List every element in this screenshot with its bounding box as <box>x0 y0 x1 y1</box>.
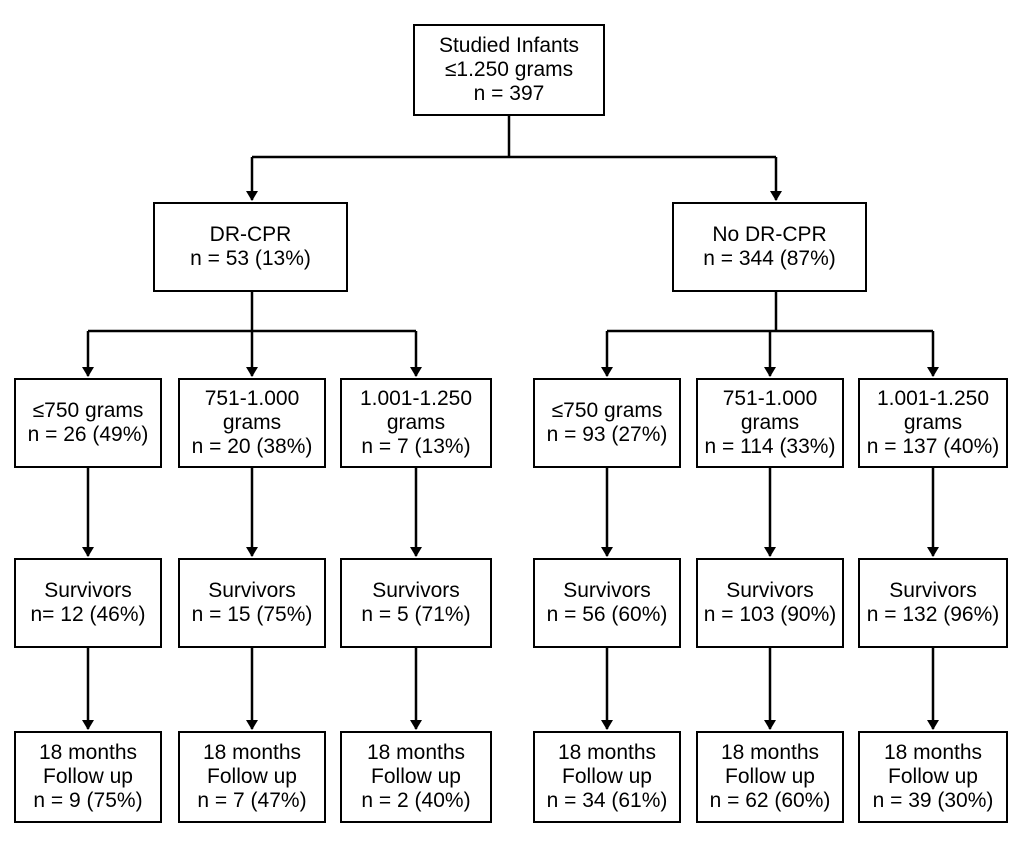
group-title: No DR-CPR <box>712 223 827 246</box>
followup-box: 18 months Follow up n = 7 (47%) <box>178 731 326 823</box>
weight-label-line: ≤750 grams <box>551 399 663 422</box>
followup-label-line: Follow up <box>888 765 978 788</box>
followup-count: n = 9 (75%) <box>33 789 143 812</box>
survivors-box: Survivors n = 56 (60%) <box>533 558 681 648</box>
survivors-count: n = 132 (96%) <box>866 603 1000 626</box>
weight-box: 1.001-1.250 grams n = 7 (13%) <box>340 378 492 468</box>
followup-count: n = 7 (47%) <box>197 789 307 812</box>
survivors-box: Survivors n = 5 (71%) <box>340 558 492 648</box>
survivors-box: Survivors n = 132 (96%) <box>858 558 1008 648</box>
root-line-2: ≤1.250 grams <box>444 58 574 81</box>
followup-label-line: Follow up <box>207 765 297 788</box>
weight-box: 1.001-1.250 grams n = 137 (40%) <box>858 378 1008 468</box>
weight-count: n = 26 (49%) <box>27 423 149 446</box>
weight-count: n = 93 (27%) <box>546 423 668 446</box>
followup-label-line: 18 months <box>202 741 302 764</box>
survivors-label: Survivors <box>726 579 814 602</box>
group-box-dr-cpr: DR-CPR n = 53 (13%) <box>153 202 348 292</box>
survivors-label: Survivors <box>372 579 460 602</box>
weight-count: n = 7 (13%) <box>361 435 471 458</box>
weight-count: n = 114 (33%) <box>704 435 836 458</box>
weight-count: n = 20 (38%) <box>191 435 313 458</box>
followup-label-line: Follow up <box>43 765 133 788</box>
survivors-box: Survivors n = 15 (75%) <box>178 558 326 648</box>
weight-label-line: 751-1.000 <box>204 387 300 410</box>
followup-label-line: 18 months <box>557 741 657 764</box>
survivors-box: Survivors n = 103 (90%) <box>696 558 844 648</box>
survivors-count: n = 56 (60%) <box>546 603 668 626</box>
weight-box: ≤750 grams n = 93 (27%) <box>533 378 681 468</box>
weight-label-line: ≤750 grams <box>32 399 144 422</box>
group-count: n = 344 (87%) <box>703 247 836 270</box>
weight-box: 751-1.000 grams n = 114 (33%) <box>696 378 844 468</box>
followup-label-line: Follow up <box>725 765 815 788</box>
followup-label-line: 18 months <box>720 741 820 764</box>
weight-label-line: grams <box>740 411 800 434</box>
followup-count: n = 34 (61%) <box>546 789 668 812</box>
survivors-label: Survivors <box>208 579 296 602</box>
followup-label-line: 18 months <box>366 741 466 764</box>
followup-box: 18 months Follow up n = 2 (40%) <box>340 731 492 823</box>
root-box: Studied Infants ≤1.250 grams n = 397 <box>413 24 605 116</box>
group-box-no-dr-cpr: No DR-CPR n = 344 (87%) <box>672 202 867 292</box>
weight-box: ≤750 grams n = 26 (49%) <box>14 378 162 468</box>
survivors-count: n = 103 (90%) <box>703 603 837 626</box>
weight-label-line: 1.001-1.250 <box>876 387 990 410</box>
followup-count: n = 2 (40%) <box>361 789 471 812</box>
root-line-3: n = 397 <box>473 82 545 105</box>
survivors-count: n= 12 (46%) <box>30 603 146 626</box>
followup-box: 18 months Follow up n = 62 (60%) <box>696 731 844 823</box>
root-line-1: Studied Infants <box>438 34 580 57</box>
weight-label-line: 751-1.000 <box>722 387 818 410</box>
weight-label-line: 1.001-1.250 <box>359 387 473 410</box>
weight-box: 751-1.000 grams n = 20 (38%) <box>178 378 326 468</box>
survivors-box: Survivors n= 12 (46%) <box>14 558 162 648</box>
followup-label-line: 18 months <box>38 741 138 764</box>
survivors-label: Survivors <box>563 579 651 602</box>
followup-box: 18 months Follow up n = 9 (75%) <box>14 731 162 823</box>
followup-label-line: Follow up <box>562 765 652 788</box>
group-count: n = 53 (13%) <box>190 247 311 270</box>
followup-label-line: 18 months <box>883 741 983 764</box>
weight-label-line: grams <box>903 411 963 434</box>
survivors-count: n = 15 (75%) <box>191 603 313 626</box>
survivors-count: n = 5 (71%) <box>361 603 471 626</box>
weight-label-line: grams <box>222 411 282 434</box>
followup-count: n = 39 (30%) <box>872 789 994 812</box>
group-title: DR-CPR <box>209 223 292 246</box>
followup-box: 18 months Follow up n = 39 (30%) <box>858 731 1008 823</box>
survivors-label: Survivors <box>44 579 132 602</box>
followup-count: n = 62 (60%) <box>709 789 831 812</box>
followup-label-line: Follow up <box>371 765 461 788</box>
followup-box: 18 months Follow up n = 34 (61%) <box>533 731 681 823</box>
survivors-label: Survivors <box>889 579 977 602</box>
weight-label-line: grams <box>386 411 446 434</box>
weight-count: n = 137 (40%) <box>866 435 1000 458</box>
